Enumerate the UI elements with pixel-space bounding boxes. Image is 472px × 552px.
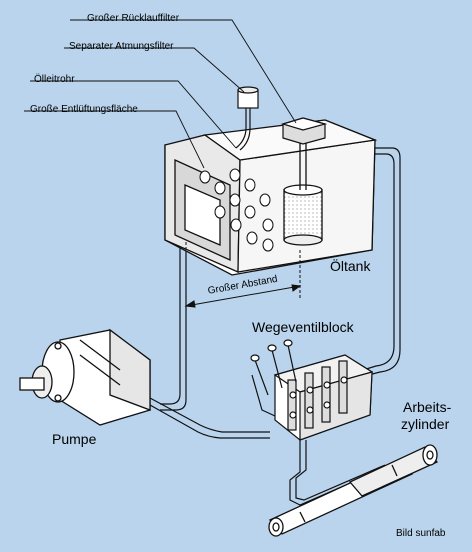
label-venting-area: Große Entlüftungsfläche bbox=[30, 104, 138, 115]
distance-arrow bbox=[184, 284, 302, 308]
label-valve-block: Wegeventilblock bbox=[252, 319, 354, 335]
oil-tank bbox=[164, 119, 378, 276]
valve-block bbox=[250, 339, 374, 441]
label-cylinder-line1: Arbeits- bbox=[403, 399, 452, 415]
label-breather-filter: Separater Atmungsfilter bbox=[69, 41, 174, 52]
breather-filter bbox=[235, 86, 259, 151]
label-oil-tank: Öltank bbox=[330, 258, 371, 274]
label-cylinder-line2: zylinder bbox=[401, 416, 450, 432]
label-return-filter: Großer Rücklauffilter bbox=[87, 13, 180, 24]
pump bbox=[19, 328, 151, 426]
callout-lines bbox=[24, 19, 297, 169]
image-credit: Bild sunfab bbox=[396, 528, 446, 539]
label-pump: Pumpe bbox=[52, 431, 97, 447]
return-filter-cap bbox=[280, 117, 328, 145]
working-cylinder bbox=[268, 444, 439, 537]
label-oil-pipe: Ölleitrohr bbox=[34, 74, 75, 85]
distance-dimension bbox=[185, 242, 301, 318]
hydraulic-hoses bbox=[149, 147, 401, 506]
